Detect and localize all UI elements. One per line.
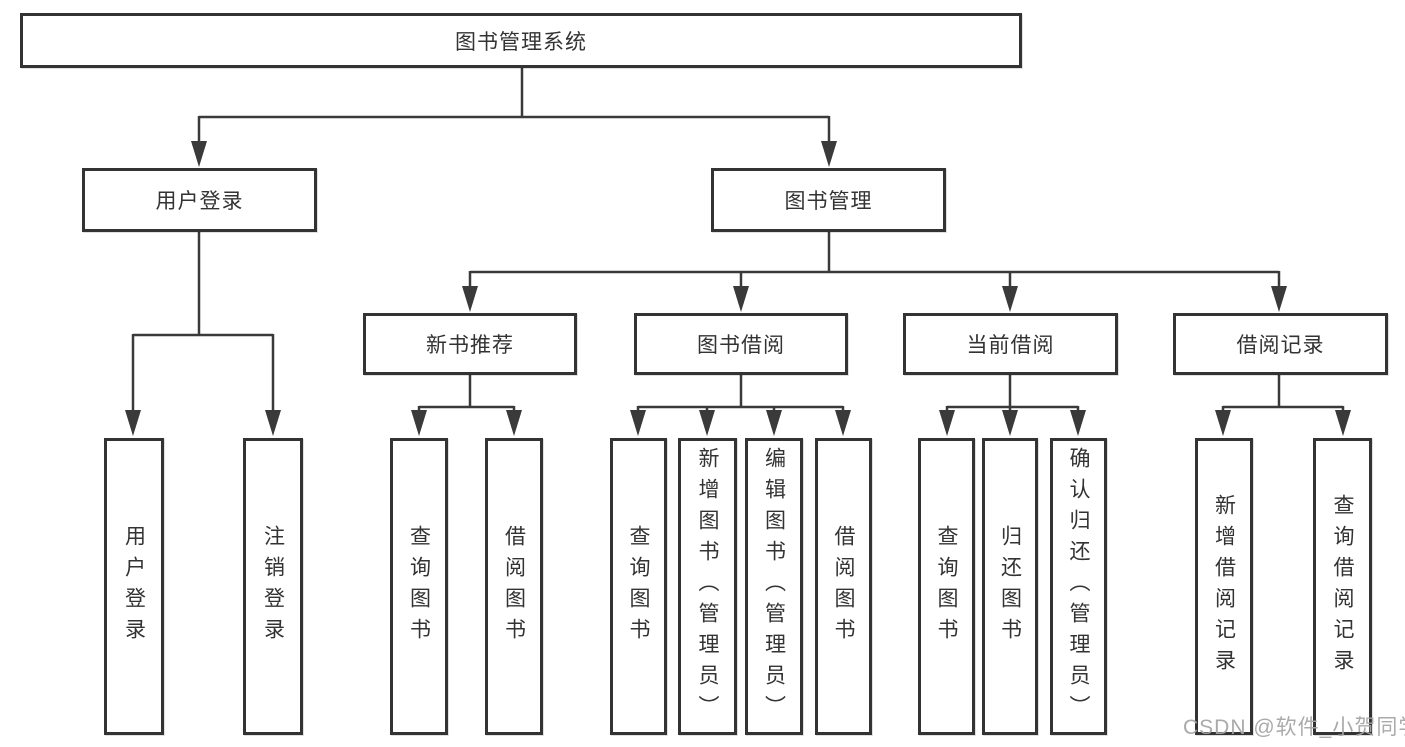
arrow-down-icon xyxy=(1215,410,1231,436)
leaf-label: 借阅图书 xyxy=(832,524,855,649)
arrow-down-icon xyxy=(191,141,207,167)
leaf-label: 确认归还（管理员） xyxy=(1067,447,1090,726)
node-label: 当前借阅 xyxy=(966,334,1055,357)
arrow-down-icon xyxy=(1002,410,1018,436)
leaf-label: 注销登录 xyxy=(261,524,285,649)
connector-mgmt-to-level3 xyxy=(468,232,1281,295)
node-current-borrow: 当前借阅 xyxy=(903,313,1118,375)
leaf-borrow-books: 借阅图书 xyxy=(815,438,872,735)
leaf-label: 查询借阅记录 xyxy=(1331,493,1354,680)
arrow-down-icon xyxy=(1070,410,1086,436)
leaf-label: 查询图书 xyxy=(407,524,431,649)
arrowheads xyxy=(125,141,1351,436)
arrow-down-icon xyxy=(1002,286,1018,312)
leaf-query-borrow-record: 查询借阅记录 xyxy=(1313,438,1372,735)
node-book-management: 图书管理 xyxy=(711,168,946,232)
arrow-down-icon xyxy=(1271,286,1287,312)
arrow-down-icon xyxy=(699,410,715,436)
leaf-borrow-query-books: 查询图书 xyxy=(610,438,667,735)
node-book-borrow: 图书借阅 xyxy=(634,313,848,375)
arrow-down-icon xyxy=(733,286,749,312)
node-borrow-records: 借阅记录 xyxy=(1173,313,1388,375)
connector-records-to-leaves xyxy=(1221,375,1345,420)
node-label: 图书管理 xyxy=(784,190,873,213)
leaf-label: 查询图书 xyxy=(935,524,958,649)
node-label: 新书推荐 xyxy=(426,334,514,357)
leaf-label: 归还图书 xyxy=(998,524,1022,649)
leaf-return-books: 归还图书 xyxy=(982,438,1038,735)
arrow-down-icon xyxy=(939,410,955,436)
connector-login-to-leaves xyxy=(131,232,275,420)
leaf-newrec-query-books: 查询图书 xyxy=(390,438,448,735)
arrow-down-icon xyxy=(821,141,837,167)
leaf-label: 新增图书（管理员） xyxy=(696,447,719,726)
node-label: 用户登录 xyxy=(155,190,244,213)
node-user-login: 用户登录 xyxy=(82,168,317,232)
node-new-book-recommend: 新书推荐 xyxy=(363,313,577,375)
leaf-add-books-admin: 新增图书（管理员） xyxy=(678,438,737,735)
arrow-down-icon xyxy=(125,410,141,436)
node-label: 借阅记录 xyxy=(1236,334,1325,357)
node-library-management-system: 图书管理系统 xyxy=(20,13,1022,68)
leaf-edit-books-admin: 编辑图书（管理员） xyxy=(745,438,803,735)
leaf-add-borrow-record: 新增借阅记录 xyxy=(1195,438,1253,735)
arrow-down-icon xyxy=(1335,410,1351,436)
connector-root-to-level2 xyxy=(197,68,831,150)
leaf-label: 查询图书 xyxy=(627,524,650,649)
leaf-label: 用户登录 xyxy=(122,524,146,649)
connector-newrec-to-leaves xyxy=(417,375,516,420)
csdn-watermark: CSDN @软件_小贺同学 xyxy=(1183,716,1405,739)
leaf-label: 编辑图书（管理员） xyxy=(762,447,786,726)
arrow-down-icon xyxy=(835,410,851,436)
arrow-down-icon xyxy=(265,410,281,436)
node-label: 图书借阅 xyxy=(697,334,785,357)
node-label: 图书管理系统 xyxy=(455,30,587,54)
leaf-logout: 注销登录 xyxy=(243,438,303,735)
arrow-down-icon xyxy=(506,410,522,436)
leaf-current-query-books: 查询图书 xyxy=(918,438,975,735)
leaf-label: 新增借阅记录 xyxy=(1212,493,1236,680)
leaf-confirm-return-admin: 确认归还（管理员） xyxy=(1050,438,1107,735)
leaf-label: 借阅图书 xyxy=(502,524,526,649)
arrow-down-icon xyxy=(411,410,427,436)
arrow-down-icon xyxy=(766,410,782,436)
leaf-user-login: 用户登录 xyxy=(104,438,164,735)
leaf-newrec-borrow-books: 借阅图书 xyxy=(485,438,543,735)
connector-borrow-to-leaves xyxy=(636,375,845,420)
arrow-down-icon xyxy=(630,410,646,436)
arrow-down-icon xyxy=(462,286,478,312)
